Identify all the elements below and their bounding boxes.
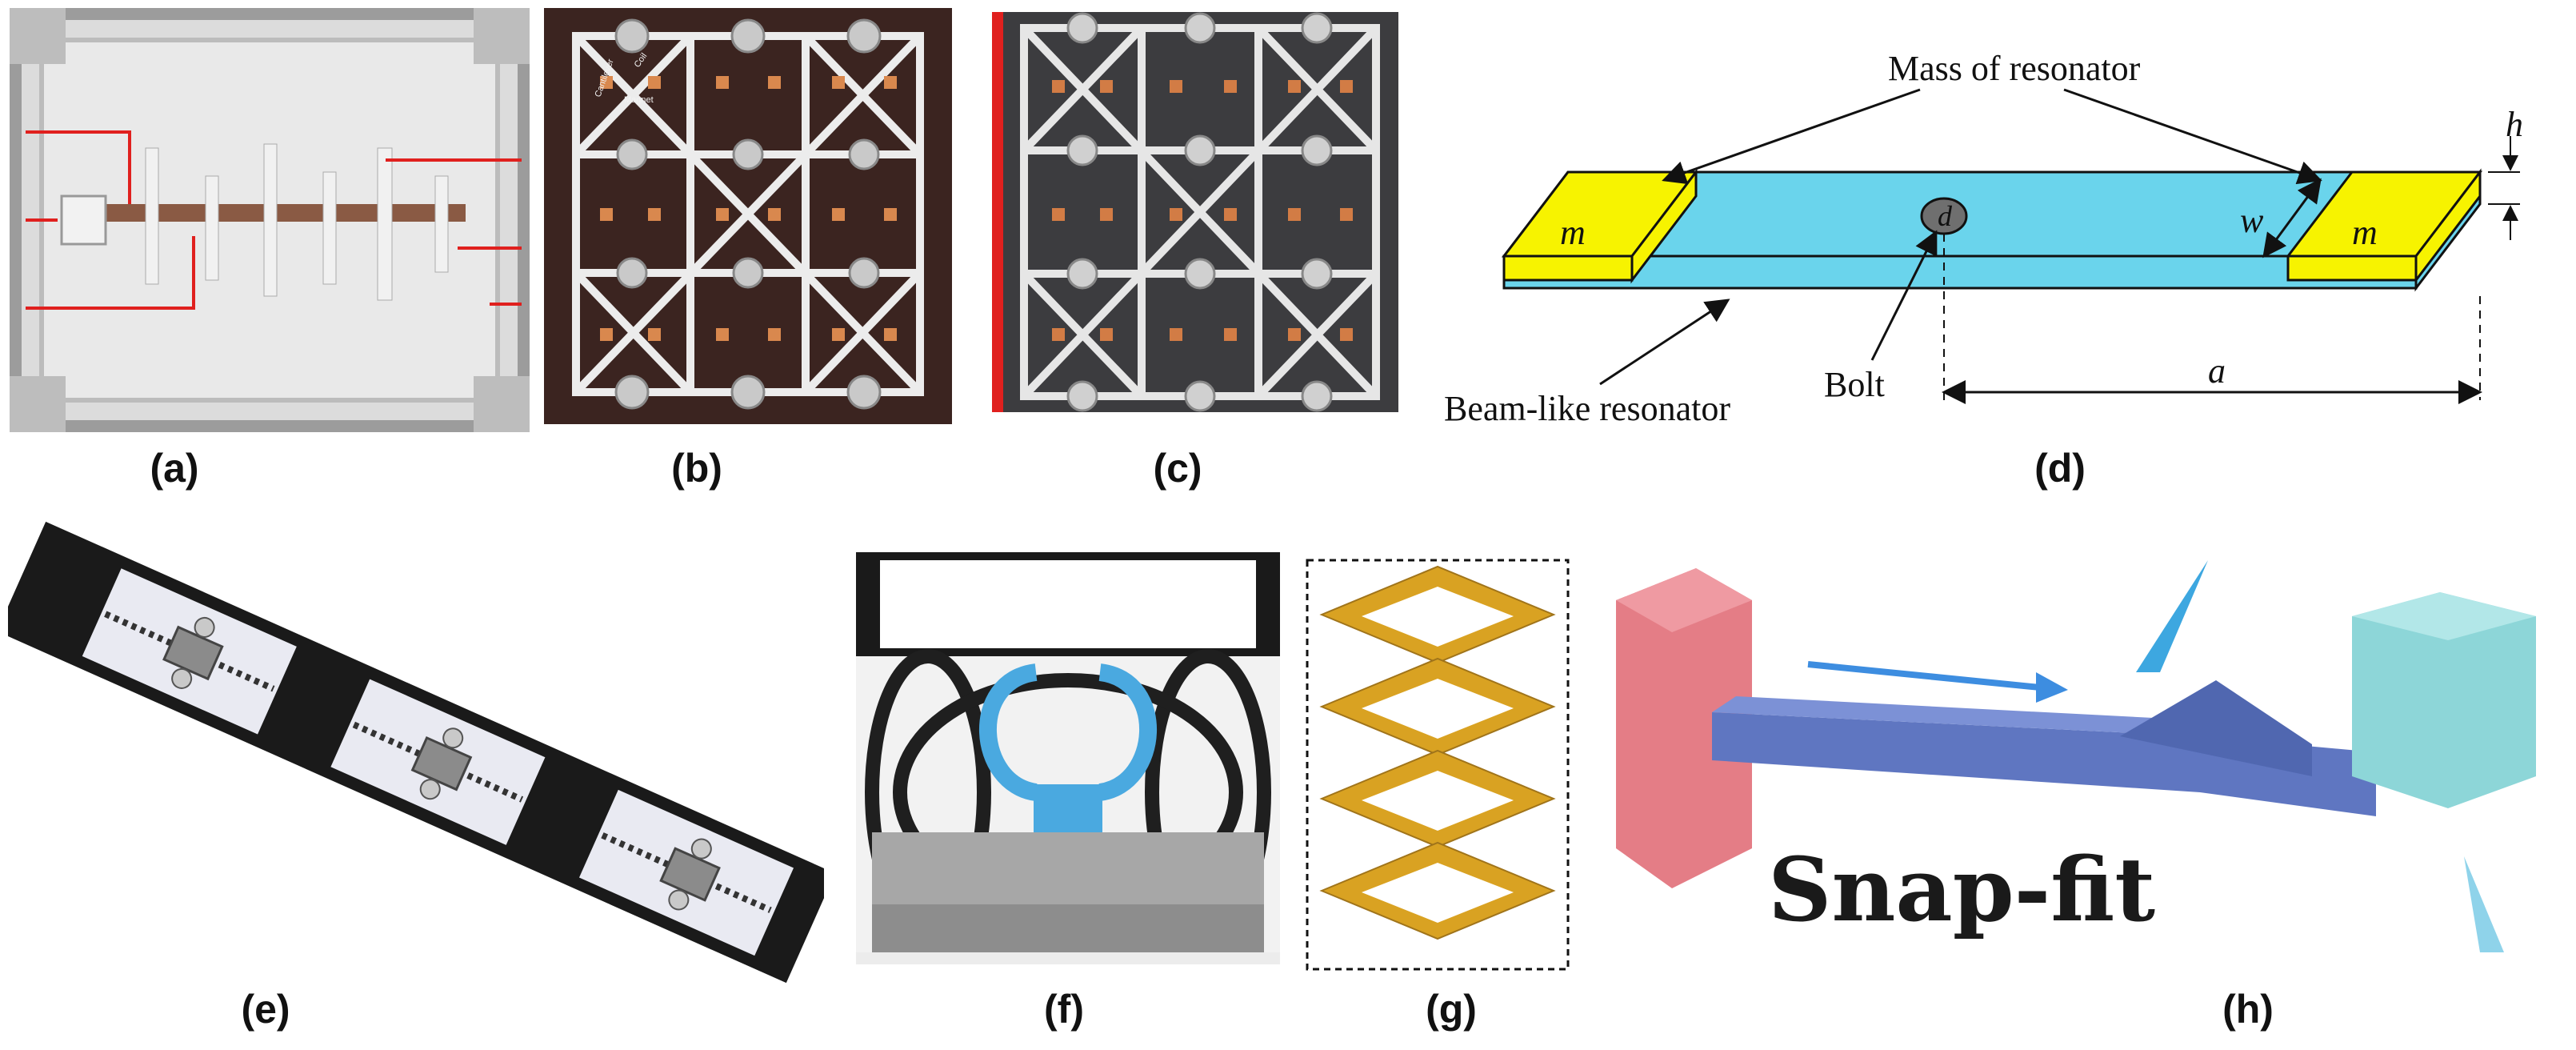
teal-block (2352, 592, 2536, 808)
snap-fit-illustration: Snap-fit (1592, 552, 2560, 964)
label-e: (e) (241, 987, 290, 1032)
panel-b-photo: Cantilever Coil Magnet (544, 8, 952, 424)
panel-a-photo (10, 8, 530, 432)
label-c: (c) (1153, 446, 1202, 491)
label-g: (g) (1426, 987, 1477, 1032)
label-b: (b) (671, 446, 722, 491)
mass-right-front (2286, 254, 2418, 282)
rack-structure-illustration (8, 521, 824, 984)
beam-like-resonator-label: Beam-like resonator (1444, 389, 1730, 428)
frame-with-resonators-illustration (10, 8, 530, 432)
panel-h-render: Snap-fit (1592, 552, 2560, 964)
panel-c-photo (992, 12, 1398, 412)
metamaterial-plate-illustration: Cantilever Coil Magnet (544, 8, 952, 424)
mass-left-side (1630, 168, 1698, 284)
mass-left-front (1502, 254, 1634, 282)
bolt-label: Bolt (1824, 365, 1885, 404)
label-a: (a) (150, 446, 199, 491)
label-d: (d) (2034, 446, 2086, 491)
panel-e-render (8, 520, 824, 984)
bolt-symbol: d (1938, 200, 1953, 232)
magnet-label: Magnet (624, 95, 654, 105)
width-label: w (2240, 201, 2264, 240)
label-f: (f) (1044, 987, 1084, 1032)
snap-fit-title: Snap-fit (1768, 838, 2155, 941)
panel-d-schematic: d m m Mass of resonator w h a Bolt Beam-… (1440, 24, 2560, 440)
thickness-label: h (2506, 105, 2523, 144)
mass-right-label: m (2352, 213, 2378, 252)
mass-left-label: m (1560, 213, 1586, 252)
beam-resonator-schematic: d m m Mass of resonator w h a Bolt Beam-… (1444, 49, 2523, 428)
compliant-mechanism-photo-illustration (856, 552, 1280, 964)
mass-right-side (2414, 168, 2482, 284)
metamaterial-plate-alt-illustration (992, 12, 1398, 412)
panel-g-render (1306, 559, 1570, 971)
half-length-label: a (2208, 351, 2226, 391)
origami-lattice-illustration (1306, 559, 1570, 971)
mass-of-resonator-label: Mass of resonator (1888, 49, 2141, 88)
label-h: (h) (2222, 987, 2274, 1032)
pink-block (1616, 568, 1752, 888)
panel-f-photo (856, 552, 1280, 964)
